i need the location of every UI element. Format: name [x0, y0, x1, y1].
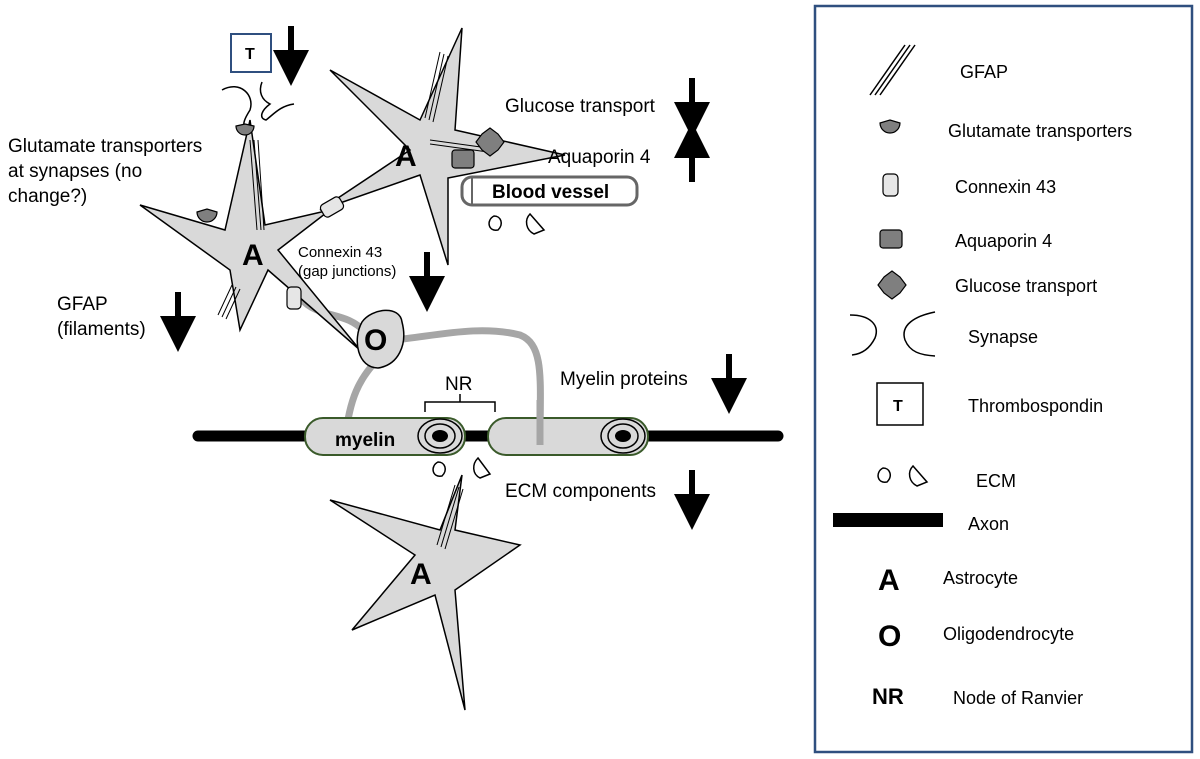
connexin-text-line2: (gap junctions): [298, 263, 396, 280]
glucose-transport-annotation: Glucose transport: [505, 96, 656, 117]
glucose-transport-icon: [475, 127, 505, 157]
change-arrows: [160, 26, 747, 530]
synapse: [221, 81, 295, 129]
astrocyte-letter-bottom: A: [410, 558, 432, 591]
legend-label-axon: Axon: [968, 514, 1009, 534]
connexin-icon: [882, 173, 899, 197]
blood-vessel-label: Blood vessel: [492, 182, 609, 203]
glutamate-text-line3: change?): [8, 186, 87, 207]
aquaporin-annotation: Aquaporin 4: [548, 147, 651, 168]
gfap-text-line2: (filaments): [57, 319, 146, 340]
synapse-icon: [849, 311, 936, 357]
thrombospondin-letter: T: [245, 46, 255, 63]
ecm-components-annotation: ECM components: [505, 481, 656, 502]
myelin-label: myelin: [335, 430, 395, 451]
glutamate-text-line2: at synapses (no: [8, 161, 142, 182]
gfap-text-line1: GFAP: [57, 294, 108, 315]
astrocyte-left: A: [139, 119, 361, 351]
myelin-sheath-left: myelin: [304, 417, 466, 456]
gfap-annotation: GFAP (filaments): [57, 294, 146, 340]
ecm-icon: [877, 464, 929, 487]
legend-label-aquaporin: Aquaporin 4: [955, 231, 1052, 251]
thrombospondin-box: T: [230, 33, 272, 73]
glutamate-transporter-icon: [879, 119, 901, 134]
astrocyte-top: A: [319, 27, 566, 266]
gfap-filaments: [436, 484, 464, 550]
aquaporin-icon: [451, 149, 475, 169]
legend-label-oligodendrocyte: Oligodendrocyte: [943, 624, 1074, 644]
nr-label: NR: [445, 374, 472, 395]
ecm-node: [432, 456, 492, 479]
oligodendrocyte-icon: O: [878, 620, 901, 653]
legend-label-thrombospondin: Thrombospondin: [968, 396, 1103, 416]
astrocyte-bottom: A: [329, 474, 522, 711]
astrocyte-letter-left: A: [242, 239, 264, 272]
legend-label-connexin: Connexin 43: [955, 177, 1056, 197]
node-of-ranvier-bracket: NR: [424, 374, 496, 412]
legend-label-ecm: ECM: [976, 471, 1016, 491]
gfap-filaments: [217, 139, 265, 320]
legend-label-glutamate: Glutamate transporters: [948, 121, 1132, 141]
node-of-ranvier-icon: NR: [872, 684, 904, 709]
gfap-filaments: [424, 51, 489, 153]
aquaporin-icon: [879, 229, 903, 249]
astrocyte-icon: A: [878, 564, 900, 597]
myelin-proteins-annotation: Myelin proteins: [560, 369, 688, 390]
myelin-sheath-right: [487, 417, 649, 456]
astrocyte-letter-top: A: [395, 140, 417, 173]
ecm-vessel: [488, 212, 546, 235]
glutamate-transporter-icon: [196, 123, 255, 223]
legend-box: [813, 4, 1194, 754]
connexin-icon: [286, 196, 345, 310]
axon-icon: [833, 513, 943, 527]
glucose-transport-icon: [877, 270, 907, 300]
legend-label-gfap: GFAP: [960, 62, 1008, 82]
thrombospondin-icon: T: [876, 382, 924, 426]
oligodendrocyte: O: [356, 309, 405, 369]
oligodendrocyte-letter: O: [364, 324, 387, 357]
gfap-icon: [869, 44, 916, 96]
legend-label-astrocyte: Astrocyte: [943, 568, 1018, 588]
legend-label-synapse: Synapse: [968, 327, 1038, 347]
connexin-text-line1: Connexin 43: [298, 244, 382, 261]
legend: GFAP Glutamate transporters Connexin 43 …: [813, 4, 1194, 754]
glutamate-annotation: Glutamate transporters at synapses (no c…: [8, 136, 202, 207]
legend-label-glucose: Glucose transport: [955, 276, 1097, 296]
legend-thrombospondin-letter: T: [893, 398, 903, 415]
legend-label-node-of-ranvier: Node of Ranvier: [953, 688, 1083, 708]
glutamate-text-line1: Glutamate transporters: [8, 136, 202, 157]
connexin-annotation: Connexin 43 (gap junctions): [298, 244, 396, 280]
blood-vessel: Blood vessel: [460, 175, 639, 207]
